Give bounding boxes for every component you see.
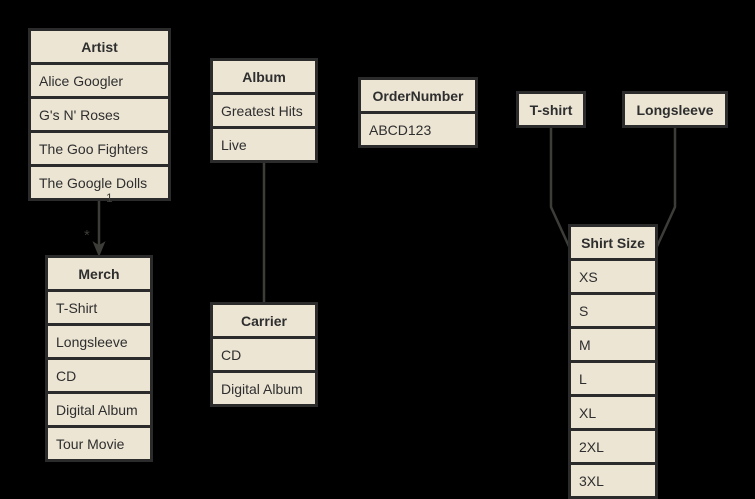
entity-row[interactable]: Longsleeve [48,326,150,357]
entity-row[interactable]: XL [571,397,655,428]
entity-row[interactable]: S [571,295,655,326]
entity-row[interactable]: 3XL [571,465,655,496]
entity-header-merch: Merch [48,258,150,289]
edge-label-one-label: 1 [106,191,113,205]
entity-row[interactable]: Alice Googler [31,65,168,96]
entity-row[interactable]: CD [213,339,315,370]
entity-header-tshirt: T-shirt [519,94,583,125]
arrowhead-artist-to-merch [92,241,106,257]
entity-header-carrier: Carrier [213,305,315,336]
entity-row[interactable]: Greatest Hits [213,95,315,126]
entity-row[interactable]: M [571,329,655,360]
entity-row[interactable]: Digital Album [213,373,315,404]
entity-row[interactable]: CD [48,360,150,391]
entity-row[interactable]: Tour Movie [48,428,150,459]
entity-tshirt[interactable]: T-shirt [516,91,586,128]
entity-row[interactable]: T-Shirt [48,292,150,323]
entity-header-longsleeve: Longsleeve [625,94,725,125]
entity-row[interactable]: XS [571,261,655,292]
entity-row[interactable]: 2XL [571,431,655,462]
entity-row[interactable]: Digital Album [48,394,150,425]
entity-row[interactable]: L [571,363,655,394]
entity-row[interactable]: The Google Dolls [31,167,168,198]
edge-label-star-label: * [84,227,90,244]
entity-row[interactable]: Live [213,129,315,160]
entity-row[interactable]: ABCD123 [361,114,475,145]
entity-header-album: Album [213,61,315,92]
entity-header-artist: Artist [31,31,168,62]
entity-longsleeve[interactable]: Longsleeve [622,91,728,128]
entity-row[interactable]: The Goo Fighters [31,133,168,164]
entity-header-shirtsize: Shirt Size [571,227,655,258]
entity-header-ordernumber: OrderNumber [361,80,475,111]
entity-row[interactable]: G's N' Roses [31,99,168,130]
